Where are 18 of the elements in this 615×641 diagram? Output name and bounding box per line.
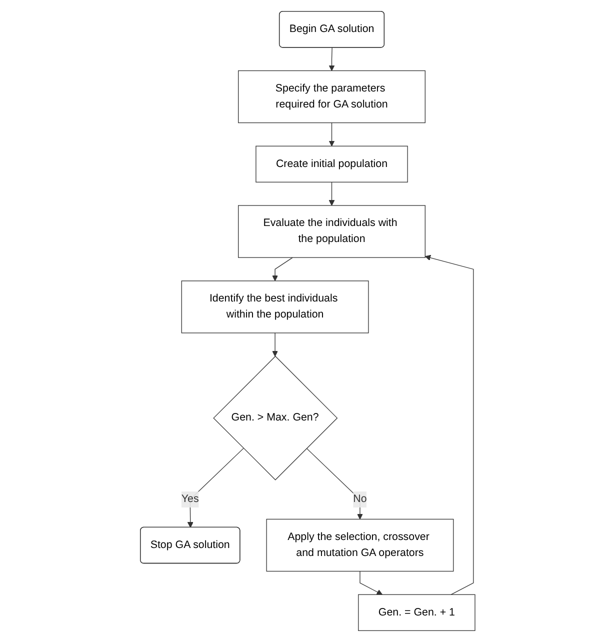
- node-box: Create initial population: [255, 145, 408, 182]
- arrow: [272, 256, 293, 281]
- node-box: Apply the selection, crossover and mutation GA operators: [266, 518, 454, 572]
- arrow: [187, 448, 244, 528]
- node-box: Identify the best individuals within the population: [181, 280, 369, 333]
- node-box: Evaluate the individuals with the population: [238, 204, 426, 258]
- node-diamond: Gen. > Max. Gen?: [212, 355, 338, 480]
- node-box: Specify the parameters required for GA solution: [238, 70, 426, 123]
- arrow: [328, 46, 335, 70]
- node-box: Gen. = Gen. + 1: [358, 594, 476, 630]
- arrow: [424, 254, 474, 594]
- arrow: [306, 448, 363, 519]
- edge-label: No: [352, 493, 367, 504]
- arrow: [272, 332, 278, 356]
- arrow: [328, 122, 335, 146]
- arrow: [359, 570, 382, 594]
- edge-label: Yes: [181, 493, 199, 504]
- arrow: [328, 181, 335, 206]
